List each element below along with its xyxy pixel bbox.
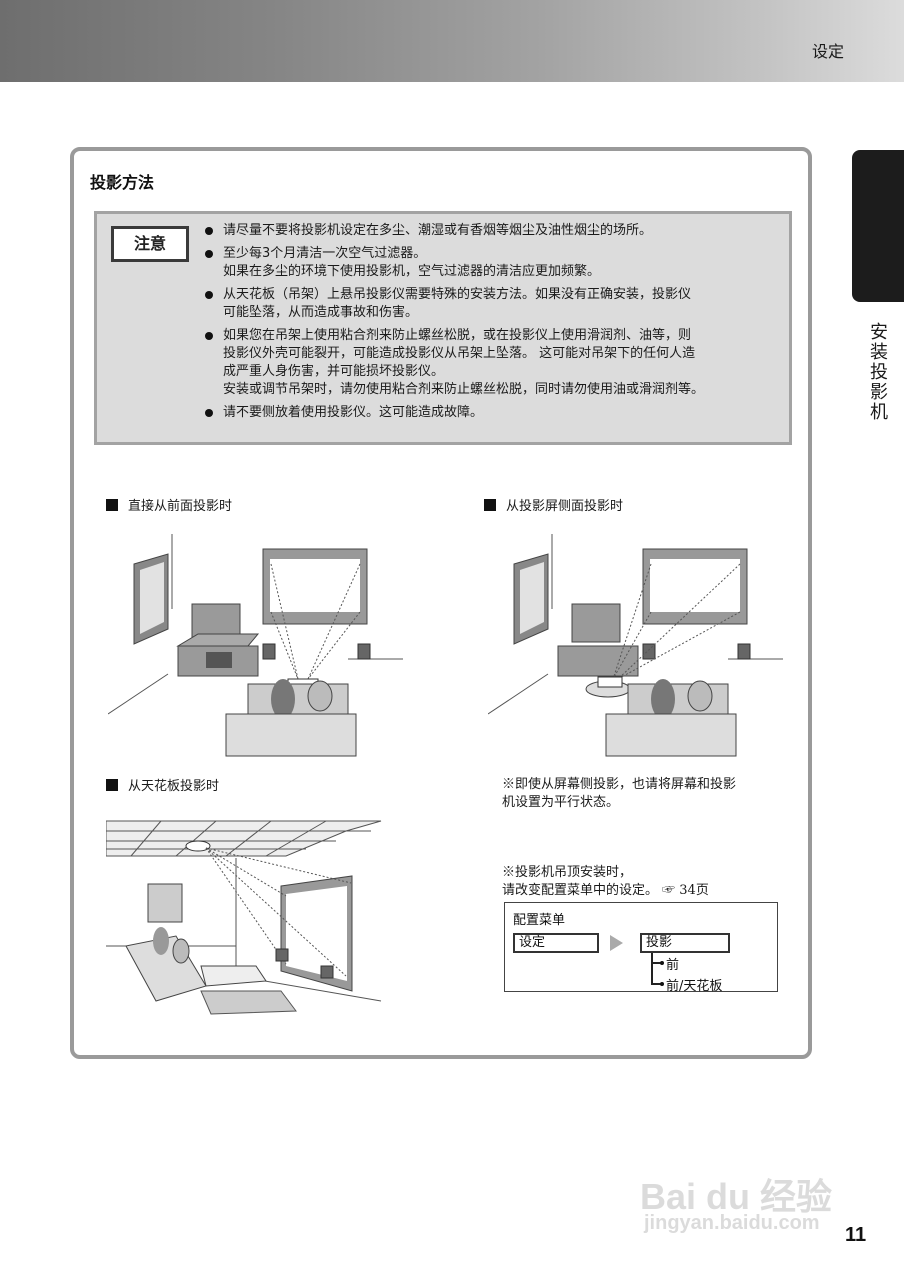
header-band: 设定: [0, 0, 904, 82]
ceiling-projection-illustration: [106, 820, 382, 1015]
caution-label: 注意: [111, 226, 189, 262]
caution-item: 至少每3个月清洁一次空气过滤器。 如果在多尘的环境下使用投影机，空气过滤器的清洁…: [205, 245, 795, 281]
square-bullet-icon: [106, 498, 118, 511]
caution-item: 请不要侧放着使用投影仪。这可能造成故障。: [205, 404, 795, 422]
bullet-icon: [205, 227, 213, 235]
arrow-right-icon: [610, 935, 623, 951]
square-bullet-icon: [484, 498, 496, 511]
caution-box: 注意 请尽量不要将投影机设定在多尘、潮湿或有香烟等烟尘及油性烟尘的场所。 至少每…: [94, 211, 792, 445]
menu-item-settings: 设定: [513, 933, 599, 953]
chapter-label: 安装投影机: [867, 322, 888, 422]
watermark-logo: Bai du 经验: [640, 1176, 833, 1217]
side-projection-heading: 从投影屏侧面投影时: [484, 495, 623, 514]
bullet-icon: [205, 332, 213, 340]
projection-method-panel: 投影方法 注意 请尽量不要将投影机设定在多尘、潮湿或有香烟等烟尘及油性烟尘的场所…: [70, 147, 812, 1059]
bullet-icon: [205, 291, 213, 299]
watermark-url: jingyan.baidu.com: [644, 1212, 820, 1234]
caution-item: 请尽量不要将投影机设定在多尘、潮湿或有香烟等烟尘及油性烟尘的场所。: [205, 222, 795, 240]
option-dot-icon: [660, 982, 664, 986]
option-front-ceiling: 前/天花板: [666, 979, 723, 994]
tree-line: [651, 953, 653, 985]
hand-pointer-icon: ☞: [658, 883, 680, 898]
option-dot-icon: [660, 961, 664, 965]
header-title: 设定: [811, 42, 844, 61]
ceiling-mount-note: ※投影机吊顶安装时， 请改变配置菜单中的设定。 ☞ 34页: [502, 865, 709, 898]
bullet-icon: [205, 409, 213, 417]
page-reference-link[interactable]: 34页: [679, 883, 709, 898]
tree-line: [651, 962, 661, 964]
panel-title: 投影方法: [90, 173, 155, 192]
square-bullet-icon: [106, 778, 118, 791]
config-menu-title: 配置菜单: [513, 913, 566, 928]
side-projection-note: ※即使从屏幕侧投影，也请将屏幕和投影 机设置为平行状态。: [502, 777, 737, 810]
bullet-icon: [205, 250, 213, 258]
caution-list: 请尽量不要将投影机设定在多尘、潮湿或有香烟等烟尘及油性烟尘的场所。 至少每3个月…: [205, 222, 795, 427]
chapter-tab: [852, 150, 904, 302]
side-projection-illustration: [488, 534, 783, 757]
caution-item: 如果您在吊架上使用粘合剂来防止螺丝松脱，或在投影仪上使用滑润剂、油等，则 投影仪…: [205, 327, 795, 399]
front-projection-illustration: [108, 534, 403, 757]
submenu-item-projection: 投影: [640, 933, 730, 953]
ceiling-projection-heading: 从天花板投影时: [106, 775, 219, 794]
config-menu-diagram: 配置菜单 设定 投影 前 前/天花板: [504, 902, 778, 994]
page-number: 11: [845, 1224, 867, 1246]
option-front: 前: [666, 958, 680, 973]
caution-item: 从天花板（吊架）上悬吊投影仪需要特殊的安装方法。如果没有正确安装，投影仪 可能坠…: [205, 286, 795, 322]
tree-line: [651, 983, 661, 985]
front-projection-heading: 直接从前面投影时: [106, 495, 232, 514]
baidu-watermark: Bai du 经验 jingyan.baidu.com: [640, 1140, 850, 1240]
